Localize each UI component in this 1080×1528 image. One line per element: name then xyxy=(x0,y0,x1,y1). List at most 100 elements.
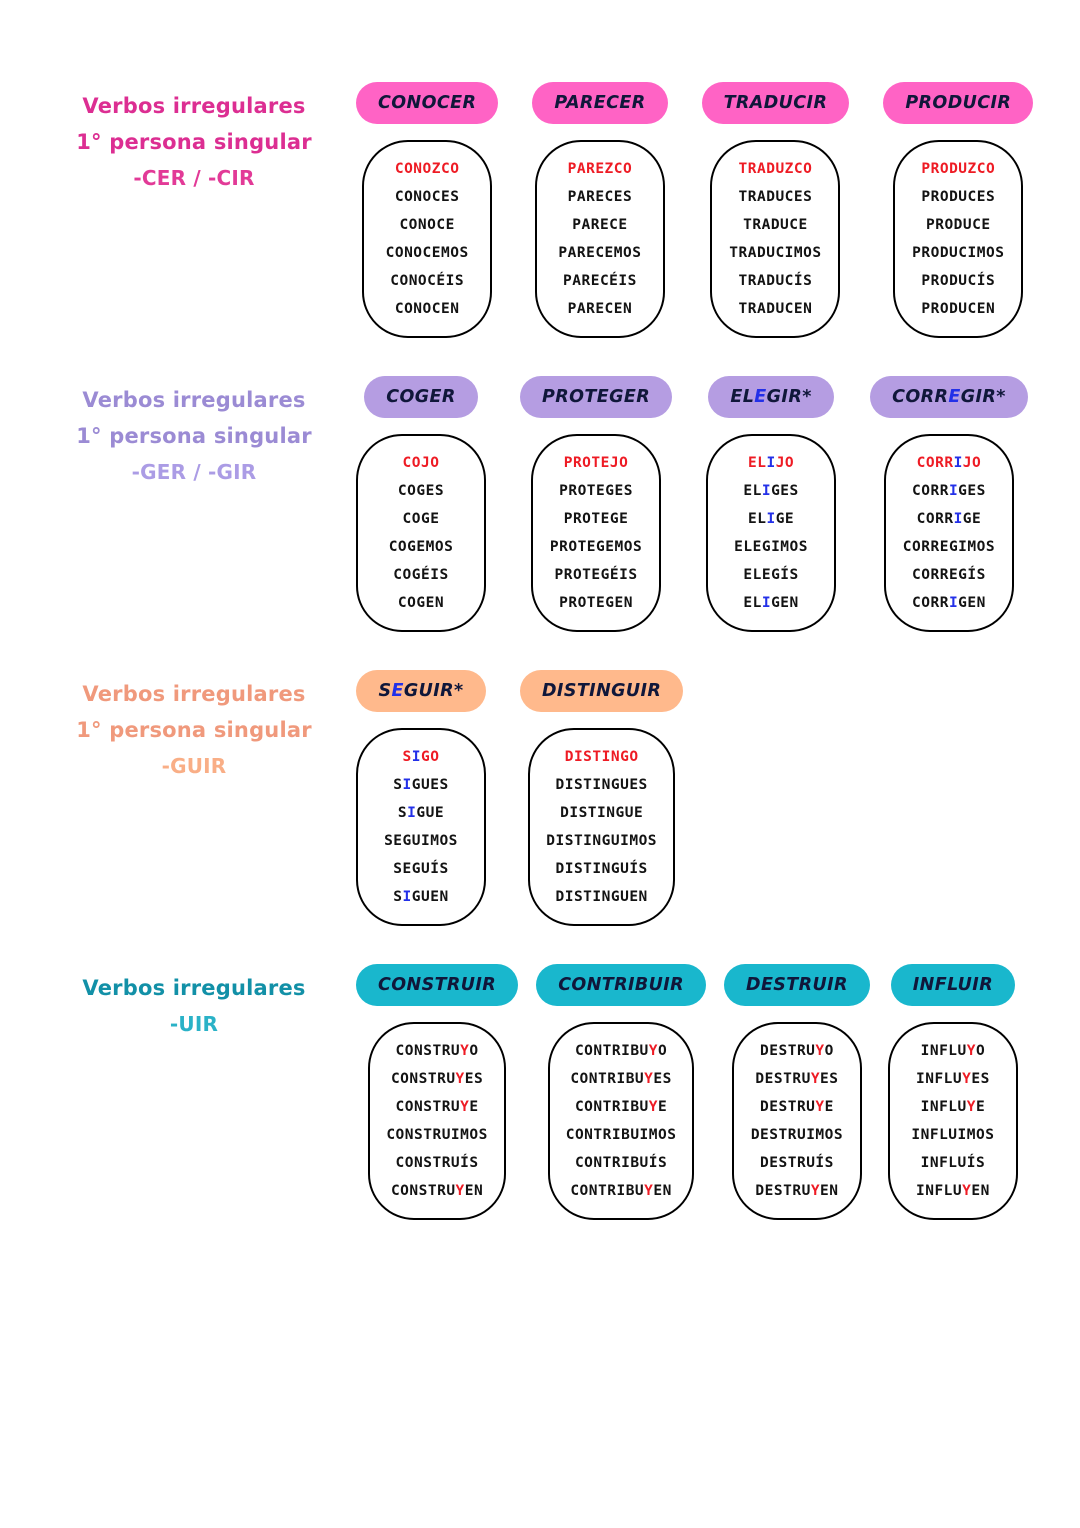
text-segment: GUEN xyxy=(411,889,449,905)
text-segment: TRADUCÍS xyxy=(738,273,813,289)
verb-form: CONSTRUÍS xyxy=(386,1149,488,1177)
verb-form: INFLUÍS xyxy=(906,1149,1000,1177)
verb-title-pill-contribuir: CONTRIBUIR xyxy=(536,964,707,1006)
verb-form: CONTRIBUYEN xyxy=(566,1177,677,1205)
text-segment: SEGUIMOS xyxy=(384,833,458,849)
verb-form: CONOCES xyxy=(380,183,474,211)
section-ending-label: -GER / -GIR xyxy=(131,460,257,484)
verb-form: INFLUYE xyxy=(906,1093,1000,1121)
text-segment: Y xyxy=(460,1043,470,1059)
section-ending-label: -UIR xyxy=(169,1012,219,1036)
text-segment: GIR* xyxy=(960,387,1006,407)
text-segment: GE xyxy=(775,511,795,527)
verb-form: CONTRIBUÍS xyxy=(566,1149,677,1177)
text-segment: GES xyxy=(771,483,799,499)
text-segment: CORR xyxy=(912,483,949,499)
verb-form: PROTEGEMOS xyxy=(549,533,643,561)
text-segment: GEN xyxy=(958,595,986,611)
section-heading-line: Verbos irregulares xyxy=(82,682,306,706)
text-segment: GIR* xyxy=(766,387,812,407)
text-segment: JO xyxy=(962,455,982,471)
verb-form: PRODUCE xyxy=(911,211,1005,239)
verb-form: PRODUCÍS xyxy=(911,267,1005,295)
verb-form: PARECEMOS xyxy=(553,239,647,267)
verb-form: DISTINGUES xyxy=(546,771,657,799)
text-segment: S xyxy=(397,805,408,821)
text-segment: DESTRUIR xyxy=(746,975,848,995)
verb-form: DESTRUYO xyxy=(750,1037,844,1065)
text-segment: CORREGÍS xyxy=(912,567,986,583)
text-segment: COGER xyxy=(386,387,456,407)
verb-form: PROTEGÉIS xyxy=(549,561,643,589)
text-segment: CORR xyxy=(912,595,949,611)
text-segment: CONTRIBU xyxy=(574,1043,649,1059)
text-segment: I xyxy=(766,455,776,471)
verb-form: CONOZCO xyxy=(380,155,474,183)
verb-form: COJO xyxy=(374,449,468,477)
text-segment: CONTRIBU xyxy=(574,1099,649,1115)
verb-form: ELIGES xyxy=(724,477,818,505)
text-segment: O xyxy=(469,1043,479,1059)
verb-form: DISTINGO xyxy=(546,743,657,771)
text-segment: PRODUCÍS xyxy=(921,273,996,289)
section-heading-line: Verbos irregulares xyxy=(82,388,306,412)
verb-form: CORREGIMOS xyxy=(902,533,996,561)
text-segment: PROTEJO xyxy=(563,455,629,471)
text-segment: CORREGIMOS xyxy=(902,539,996,555)
text-segment: CONOCEN xyxy=(394,301,460,317)
text-segment: DESTRU xyxy=(760,1043,816,1059)
text-segment: I xyxy=(766,511,776,527)
verb-form: CORRIGE xyxy=(902,505,996,533)
text-segment: CONSTRUÍS xyxy=(395,1155,479,1171)
verb-form: SIGUE xyxy=(374,799,468,827)
verb-form: CORREGÍS xyxy=(902,561,996,589)
text-segment: Y xyxy=(962,1071,972,1087)
verb-form: CONSTRUIMOS xyxy=(386,1121,488,1149)
verb-form: TRADUCIMOS xyxy=(728,239,822,267)
text-segment: COGES xyxy=(397,483,445,499)
text-segment: PROTEGEMOS xyxy=(549,539,643,555)
text-segment: COJO xyxy=(402,455,440,471)
verb-form: CONOCEMOS xyxy=(380,239,474,267)
text-segment: PARECES xyxy=(567,189,633,205)
text-segment: EN xyxy=(464,1183,484,1199)
text-segment: CONSTRUIMOS xyxy=(386,1127,488,1143)
text-segment: INFLU xyxy=(920,1099,967,1115)
verb-form: DISTINGUÍS xyxy=(546,855,657,883)
text-segment: Y xyxy=(455,1071,465,1087)
text-segment: I xyxy=(402,777,412,793)
text-segment: I xyxy=(407,805,417,821)
verb-form: INFLUYO xyxy=(906,1037,1000,1065)
text-segment: COGEMOS xyxy=(388,539,454,555)
text-segment: INFLUIMOS xyxy=(911,1127,995,1143)
text-segment: E xyxy=(469,1099,479,1115)
text-segment: E xyxy=(658,1099,668,1115)
verb-form: PROTEGE xyxy=(549,505,643,533)
verb-form: CONSTRUYE xyxy=(386,1093,488,1121)
text-segment: ES xyxy=(464,1071,484,1087)
section-ending-label: -GUIR xyxy=(161,754,227,778)
verb-form: DESTRUIMOS xyxy=(750,1121,844,1149)
verb-form: COGEN xyxy=(374,589,468,617)
verb-title-pill-influir: INFLUIR xyxy=(890,964,1016,1006)
verb-title-pill-corregir: CORREGIR* xyxy=(870,376,1028,418)
text-segment: DISTINGO xyxy=(564,749,639,765)
text-segment: Y xyxy=(644,1183,654,1199)
verb-form: CONOCE xyxy=(380,211,474,239)
text-segment: EL xyxy=(747,511,767,527)
text-segment: DISTINGUIR xyxy=(542,681,662,701)
